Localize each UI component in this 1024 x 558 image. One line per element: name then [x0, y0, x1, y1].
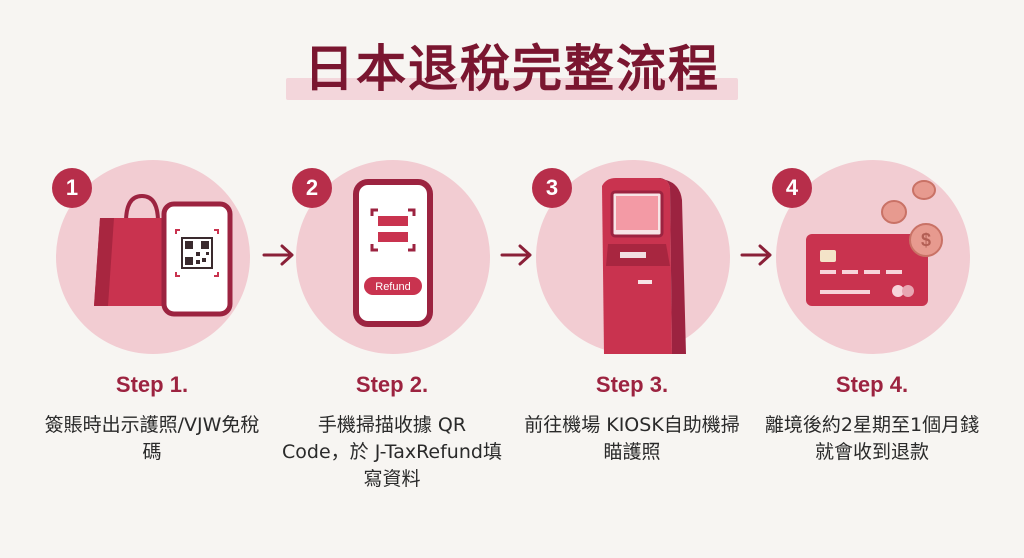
step-number-badge: 3: [532, 168, 572, 208]
kiosk-illustration: [602, 178, 686, 354]
step-number-badge: 1: [52, 168, 92, 208]
arrow-right-icon: [740, 244, 772, 266]
step-description: 手機掃描收據 QR Code，於 J-TaxRefund填寫資料: [282, 414, 502, 490]
svg-text:$: $: [921, 230, 931, 250]
step-description: 前往機場 KIOSK自助機掃瞄護照: [524, 414, 740, 463]
refund-button-text: Refund: [375, 281, 410, 293]
step-label: Step 4.: [835, 372, 909, 397]
step-number-badge: 4: [772, 168, 812, 208]
step-label: Step 1.: [115, 372, 189, 397]
step-1: 1 Step 1. 簽賬時出示護照/VJW免稅碼: [42, 160, 262, 520]
shopping-bag-phone-illustration: [94, 193, 233, 317]
step-2: Refund 2 Step 2. 手機掃描收據 QR Code，於 J-TaxR…: [282, 160, 502, 520]
phone-scan-icon: [353, 179, 433, 327]
coins-icon: $: [881, 180, 943, 257]
step-description: 離境後約2星期至1個月錢就會收到退款: [764, 414, 980, 463]
kiosk-machine-icon: [602, 178, 686, 354]
title-highlight: [286, 78, 738, 100]
phone-scan-illustration: Refund: [353, 179, 433, 327]
credit-card-icon: [806, 234, 928, 306]
card-coins-illustration: $: [806, 180, 943, 306]
title-area: 日本退稅完整流程: [0, 34, 1024, 104]
arrow-right-icon: [500, 244, 532, 266]
step-number-badge: 2: [292, 168, 332, 208]
phone-qr-code-icon: [161, 201, 233, 317]
step-3: 3 Step 3. 前往機場 KIOSK自助機掃瞄護照: [522, 160, 742, 520]
step-description: 簽賬時出示護照/VJW免稅碼: [44, 414, 260, 463]
step-label: Step 3.: [595, 372, 669, 397]
arrow-right-icon: [262, 244, 294, 266]
page-title: 日本退稅完整流程: [304, 40, 720, 98]
step-label: Step 2.: [355, 372, 429, 397]
step-4: $ 4 Step 4. 離境後約2星期至1個月錢就會收到退款: [762, 160, 982, 520]
